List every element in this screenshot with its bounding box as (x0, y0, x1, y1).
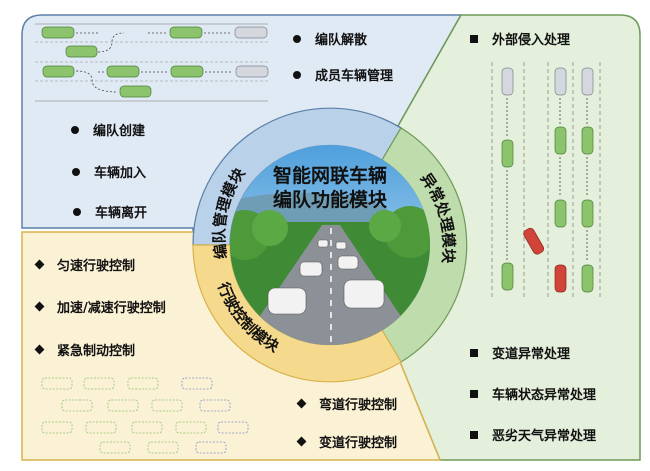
list-item-bad-weather-exception: 恶劣天气异常处理 (470, 425, 596, 444)
item-label: 编队解散 (315, 33, 368, 48)
list-item-formation-dissolve: 编队解散 (293, 29, 367, 48)
list-item-lane-change-driving: 变道行驶控制 (296, 432, 398, 451)
center-title-line1: 智能网联车辆 (273, 164, 387, 187)
item-label: 车辆加入 (94, 166, 147, 181)
bullet-icon (73, 207, 81, 216)
list-item-vehicle-join: 车辆加入 (72, 162, 146, 181)
bullet-icon (71, 125, 79, 134)
list-item-lane-change-exception: 变道异常处理 (470, 343, 570, 362)
item-label: 加速/减速行驶控制 (57, 301, 166, 316)
diamond-bullet-icon (34, 301, 45, 312)
square-bullet-icon (470, 348, 478, 357)
diamond-bullet-icon (34, 344, 45, 355)
formation-lanes-illustration (35, 23, 269, 102)
list-item-member-management: 成员车辆管理 (293, 65, 393, 84)
diamond-bullet-icon (296, 436, 307, 447)
item-label: 恶劣天气异常处理 (492, 429, 597, 444)
list-item-vehicle-leave: 车辆离开 (73, 202, 147, 221)
item-label: 编队创建 (93, 124, 146, 139)
center-title-line2: 编队功能模块 (273, 188, 388, 211)
exception-lanes-illustration (491, 62, 601, 300)
item-label: 紧急制动控制 (57, 344, 136, 359)
list-item-formation-create: 编队创建 (71, 120, 145, 139)
list-item-intrusion: 外部侵入处理 (470, 29, 570, 48)
list-item-constant-speed: 匀速行驶控制 (34, 255, 136, 274)
item-label: 匀速行驶控制 (57, 259, 136, 274)
item-label: 变道异常处理 (492, 347, 571, 362)
item-label: 车辆状态异常处理 (492, 388, 597, 403)
bullet-icon (293, 34, 301, 43)
list-item-vehicle-state-exception: 车辆状态异常处理 (470, 384, 596, 403)
item-label: 成员车辆管理 (315, 69, 394, 84)
square-bullet-icon (470, 389, 478, 398)
item-label: 车辆离开 (95, 206, 148, 221)
bullet-icon (72, 167, 80, 176)
bullet-icon (293, 70, 301, 79)
diamond-bullet-icon (34, 259, 45, 270)
driving-lanes-illustration (41, 377, 249, 454)
item-label: 变道行驶控制 (319, 436, 398, 451)
item-label: 外部侵入处理 (492, 33, 571, 48)
square-bullet-icon (470, 430, 478, 439)
item-label: 弯道行驶控制 (319, 398, 398, 413)
list-item-accel-decel: 加速/减速行驶控制 (34, 297, 166, 316)
square-bullet-icon (470, 34, 478, 43)
list-item-curve-driving: 弯道行驶控制 (296, 394, 398, 413)
diamond-bullet-icon (296, 398, 307, 409)
list-item-emergency-brake: 紧急制动控制 (34, 340, 136, 359)
